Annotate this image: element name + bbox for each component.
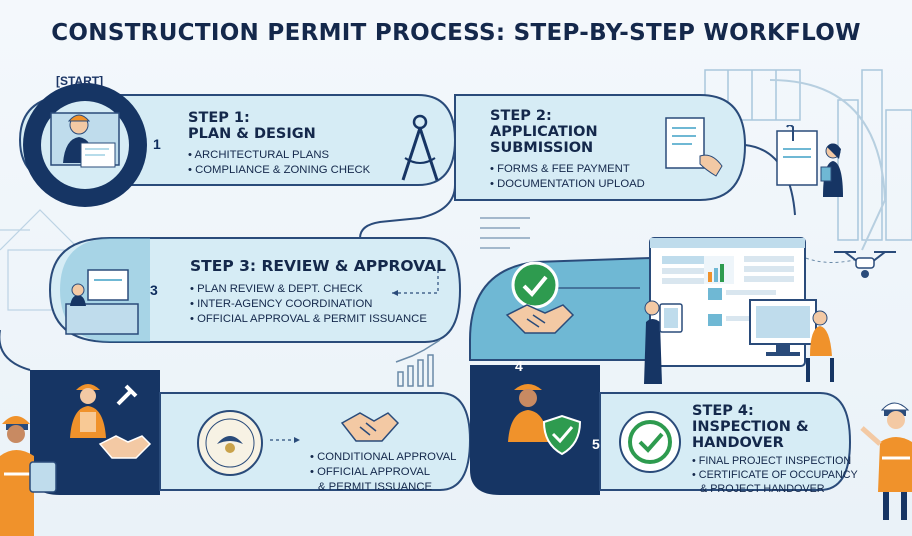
step1-bullet: ARCHITECTURAL PLANS [188, 148, 370, 163]
step1-name: PLAN & DESIGN [188, 126, 316, 142]
step4-number: 4 [515, 358, 523, 374]
step2-name-line1: APPLICATION [490, 124, 598, 140]
drone-icon [834, 251, 896, 278]
worker-shield-icon [508, 384, 582, 456]
worker-wrench-icon [70, 384, 138, 438]
handshake-step4-icon [340, 412, 400, 442]
step5-label: STEP 4: [692, 403, 754, 419]
step1-label: STEP 1: [188, 110, 250, 126]
document-hand-icon [665, 117, 723, 177]
handshake-icon [505, 304, 575, 334]
step5-bullet-continuation: & PROJECT HANDOVER [700, 483, 825, 495]
worker-tablet-icon [644, 300, 683, 384]
step3-bullet: INTER-AGENCY COORDINATION [190, 297, 446, 312]
step2-label: STEP 2: [490, 108, 552, 124]
step2-bullet: FORMS & FEE PAYMENT [490, 162, 645, 177]
step4-bullet-continuation: & PERMIT ISSUANCE [318, 481, 433, 493]
step2-bullet: DOCUMENTATION UPLOAD [490, 177, 645, 192]
woman-clipboard-icon [776, 125, 843, 197]
step3-bullet: OFFICIAL APPROVAL & PERMIT ISSUANCE [190, 312, 446, 327]
handshake-small-icon [98, 435, 152, 459]
check-badge-icon [511, 261, 559, 309]
step5-name-line1: INSPECTION & [692, 419, 809, 435]
step5-name-line2: HANDOVER [692, 435, 784, 451]
architect-icon [50, 112, 120, 168]
worker-right-corner-icon [860, 402, 912, 520]
page-title: CONSTRUCTION PERMIT PROCESS: STEP-BY-STE… [51, 20, 861, 46]
growth-chart-icon [395, 339, 441, 387]
desk-worker-icon [65, 269, 139, 335]
worker-left-corner-icon [0, 416, 57, 536]
step3-name: STEP 3: REVIEW & APPROVAL [190, 257, 446, 275]
step5-bullet: CERTIFICATE OF OCCUPANCY [692, 468, 858, 482]
step5-bullet: FINAL PROJECT INSPECTION [692, 454, 858, 468]
computer-desk-icon [749, 299, 834, 382]
start-label: [START] [56, 74, 104, 88]
step1-bullet: COMPLIANCE & ZONING CHECK [188, 163, 370, 178]
step3-bullet: PLAN REVIEW & DEPT. CHECK [190, 282, 446, 297]
step2-name-line2: SUBMISSION [490, 140, 594, 156]
step3-number: 3 [150, 282, 158, 298]
step5-number: 5 [592, 436, 600, 452]
compass-icon [401, 114, 439, 181]
step4-bullet: OFFICIAL APPROVAL [310, 465, 456, 480]
step4-bullet: CONDITIONAL APPROVAL [310, 450, 456, 465]
official-seal-icon [197, 410, 263, 476]
step1-number: 1 [153, 136, 161, 152]
checkmark-circle-icon [619, 411, 681, 473]
